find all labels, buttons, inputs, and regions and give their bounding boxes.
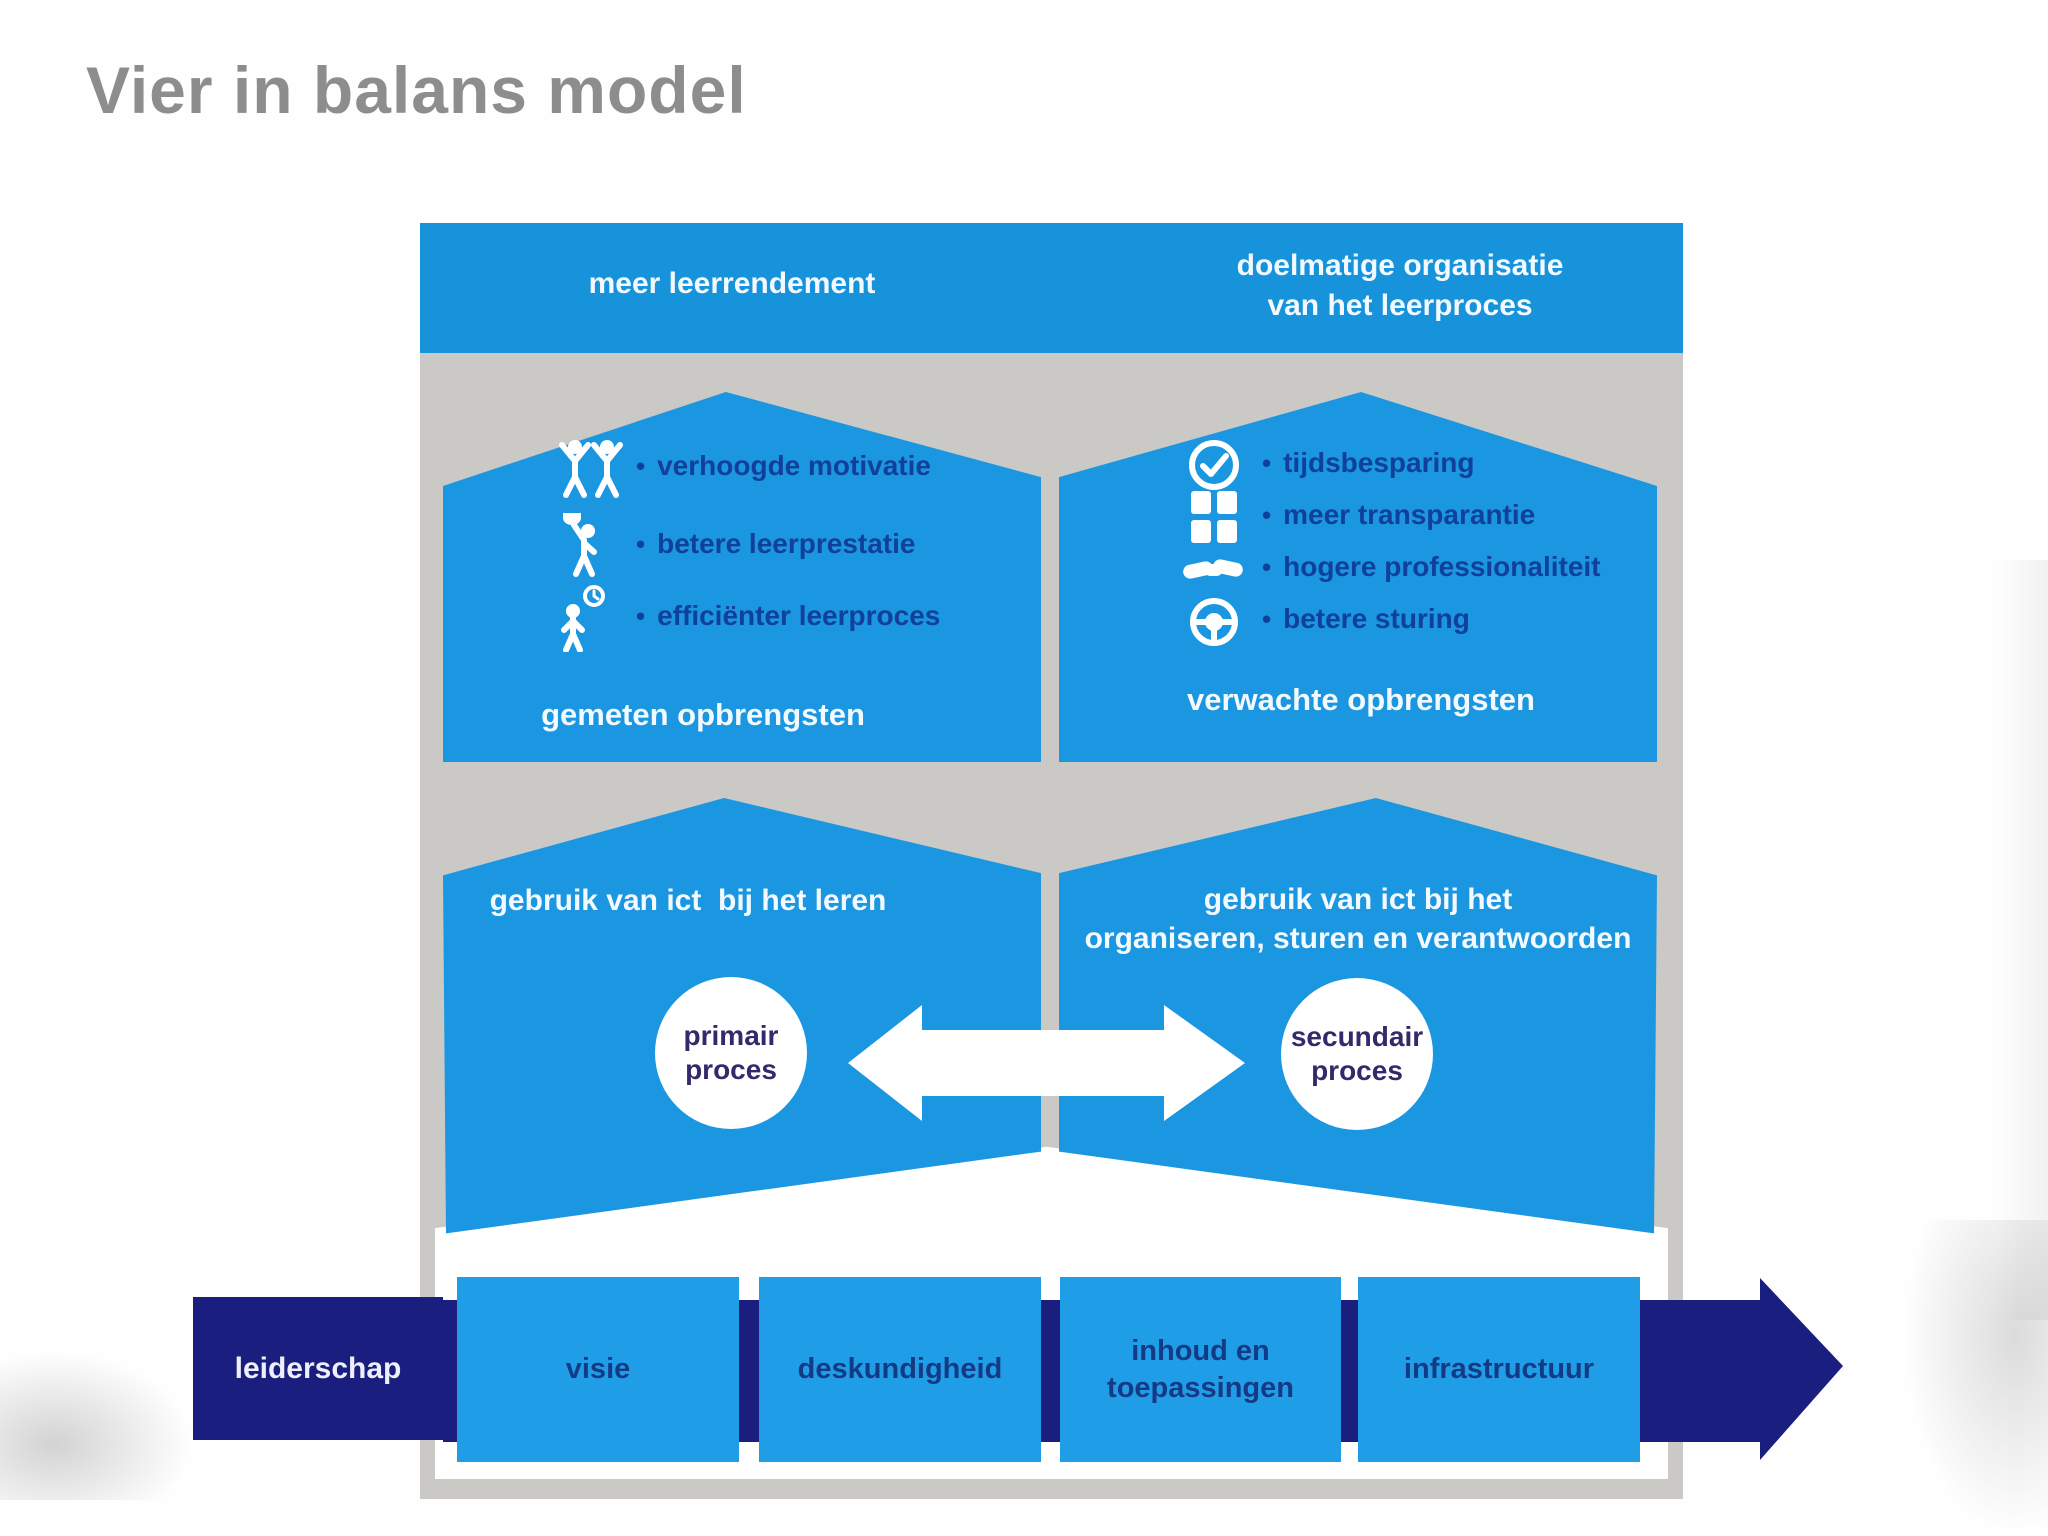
expected-outcome-item: • hogere professionaliteit (1262, 551, 1601, 583)
outcomes-banner (420, 223, 1683, 353)
window-icon (1190, 490, 1238, 544)
primary-house-title: gebruik van ict bij het leren (489, 884, 887, 917)
page-shadow-bottom-left (0, 1340, 210, 1500)
banner-label-learning-gain: meer leerrendement (588, 267, 876, 300)
expected-outcome-item: • tijdsbesparing (1262, 447, 1474, 479)
measured-outcome-item: • verhoogde motivatie (636, 450, 931, 482)
banner-label-line: van het leerproces (1267, 289, 1533, 322)
page-title: Vier in balans model (86, 53, 747, 127)
page-shadow-bottom-right (1895, 1220, 2048, 1536)
secondary-process-circle: secundair proces (1281, 978, 1433, 1130)
person-clock-icon (554, 582, 608, 654)
bullet-icon: • (1262, 499, 1272, 530)
secondary-process-label-line: proces (1311, 1055, 1403, 1086)
measured-outcome-label: verhoogde motivatie (657, 450, 931, 481)
expected-outcome-label: tijdsbesparing (1283, 447, 1475, 478)
leadership-label: leiderschap (234, 1351, 402, 1385)
measured-outcomes-footer: gemeten opbrengsten (541, 697, 865, 732)
foundation-arrowhead-icon (1760, 1278, 1843, 1460)
bullet-icon: • (1262, 603, 1272, 634)
foundation-block-deskundigheid: deskundigheid (759, 1277, 1041, 1462)
banner-label-efficient-organisation: doelmatige organisatie van het leerproce… (1200, 246, 1600, 326)
bullet-icon: • (636, 528, 646, 559)
expected-outcome-label: hogere professionaliteit (1283, 551, 1601, 582)
primary-process-label-line: proces (685, 1054, 777, 1085)
expected-outcome-item: • betere sturing (1262, 603, 1470, 635)
steering-wheel-icon (1186, 594, 1242, 650)
foundation-block-label: visie (565, 1353, 631, 1385)
person-trophy-icon (558, 510, 608, 580)
house-measured-outcomes (443, 392, 1041, 762)
foundation-block-infrastructuur: infrastructuur (1358, 1277, 1640, 1462)
banner-label-line: doelmatige organisatie (1236, 249, 1564, 282)
measured-outcome-label: efficiënter leerproces (657, 600, 941, 631)
secondary-house-title-line: gebruik van ict bij het (1203, 883, 1513, 916)
secondary-house-title-line: organiseren, sturen en verantwoorden (1084, 922, 1632, 955)
leadership-box: leiderschap (193, 1297, 443, 1440)
expected-outcome-item: • meer transparantie (1262, 499, 1535, 531)
expected-outcomes-footer: verwachte opbrengsten (1187, 682, 1535, 717)
foundation-block-label: deskundigheid (797, 1353, 1003, 1385)
expected-outcome-label: meer transparantie (1283, 499, 1536, 530)
secondary-house-title: gebruik van ict bij het organiseren, stu… (1059, 880, 1657, 958)
measured-outcome-item: • betere leerprestatie (636, 528, 915, 560)
cheering-people-icon (556, 438, 626, 500)
foundation-block-inhoud-en-toepassingen: inhoud en toepassingen (1060, 1277, 1341, 1462)
secondary-process-label-line: secundair (1290, 1021, 1424, 1052)
foundation-block-label: inhoud en (1131, 1334, 1270, 1367)
page-shadow-right-edge (1996, 560, 2048, 1320)
foundation-block-label: infrastructuur (1403, 1353, 1595, 1385)
primary-process-label-line: primair (683, 1020, 779, 1051)
bullet-icon: • (636, 450, 646, 481)
bullet-icon: • (1262, 447, 1272, 478)
expected-outcome-label: betere sturing (1283, 603, 1470, 634)
foundation-block-label: toepassingen (1107, 1371, 1294, 1404)
bullet-icon: • (636, 600, 646, 631)
handshake-icon (1180, 550, 1246, 590)
foundation-block-visie: visie (457, 1277, 739, 1462)
primary-process-circle: primair proces (655, 977, 807, 1129)
measured-outcome-item: • efficiënter leerproces (636, 600, 940, 632)
clock-check-icon (1186, 437, 1242, 493)
bullet-icon: • (1262, 551, 1272, 582)
measured-outcome-label: betere leerprestatie (657, 528, 916, 559)
